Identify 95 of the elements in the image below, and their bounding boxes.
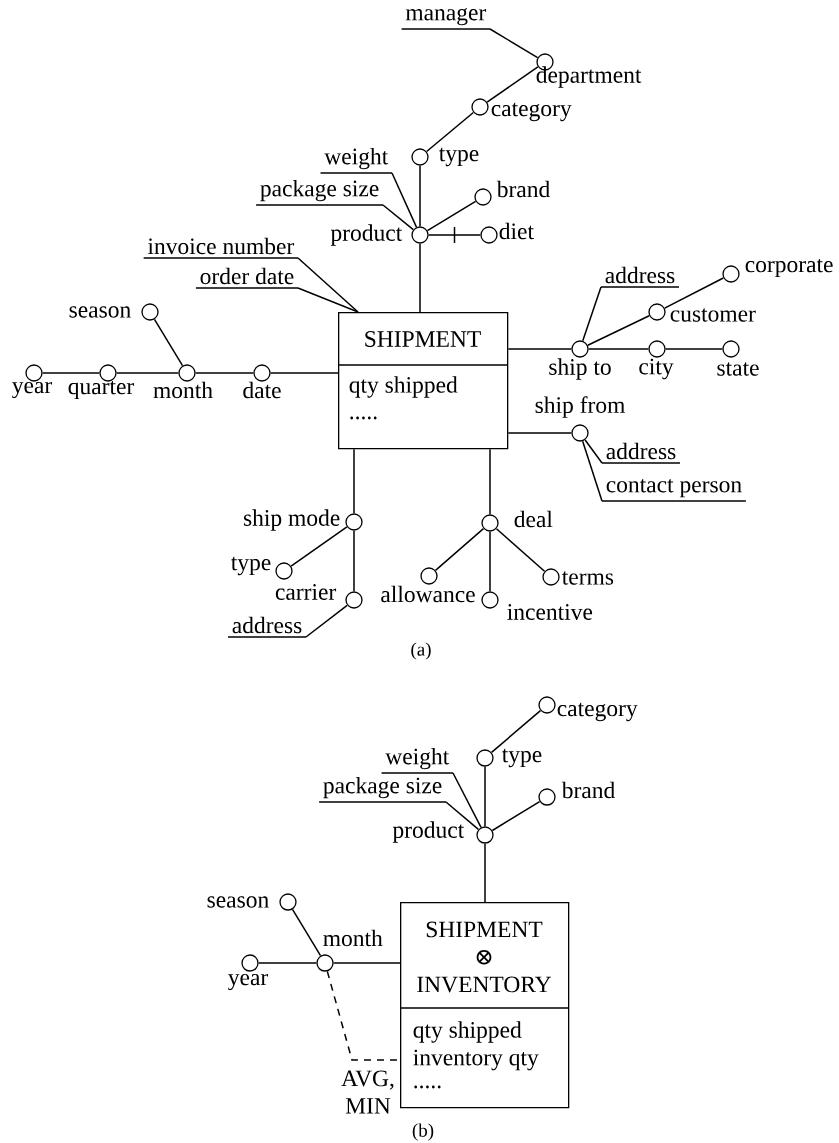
attribute-label: ship mode bbox=[243, 509, 340, 531]
connector-line bbox=[382, 204, 415, 231]
connector-line bbox=[484, 765, 486, 828]
attribute-label: category bbox=[491, 102, 572, 122]
underlined-label: package size bbox=[255, 179, 384, 206]
underlined-label: contact person bbox=[601, 479, 747, 502]
connector-line bbox=[419, 242, 421, 313]
attribute-label: carrier bbox=[275, 584, 337, 600]
measure-label: ..... bbox=[350, 416, 377, 420]
attribute-label: month bbox=[153, 381, 213, 399]
connector-line bbox=[489, 448, 491, 516]
attribute-label: category bbox=[557, 702, 638, 722]
attribute-label: customer bbox=[670, 308, 756, 322]
connector-line bbox=[490, 709, 542, 754]
connector-line bbox=[587, 315, 650, 346]
connector-line bbox=[257, 962, 318, 964]
fact-box bbox=[399, 902, 570, 1109]
attribute-label: diet bbox=[499, 222, 534, 240]
connector-line bbox=[291, 908, 322, 957]
attribute-label: quarter bbox=[68, 380, 135, 400]
connector-line bbox=[489, 28, 539, 59]
connector-line bbox=[194, 372, 255, 374]
connector-line bbox=[425, 111, 475, 153]
attribute-label: type bbox=[231, 556, 271, 576]
attribute-label: month bbox=[323, 929, 383, 947]
attribute-label: incentive bbox=[507, 604, 593, 620]
attribute-label: terms bbox=[562, 571, 614, 585]
connector-line bbox=[41, 372, 101, 374]
connector-line bbox=[153, 318, 184, 367]
fact-name: SHIPMENT ⊗ INVENTORY bbox=[417, 921, 552, 993]
connector-line bbox=[332, 962, 401, 964]
measure-label: qty shipped bbox=[349, 376, 458, 398]
attribute-label: brand bbox=[561, 781, 615, 799]
measure-label: inventory qty bbox=[413, 1049, 539, 1071]
attribute-label: product bbox=[392, 821, 465, 843]
connector-line bbox=[290, 526, 348, 567]
attribute-label: date bbox=[243, 381, 281, 399]
connector-line bbox=[269, 372, 339, 374]
connector-line bbox=[297, 287, 359, 313]
attribute-label: product bbox=[330, 224, 403, 246]
connector-line bbox=[426, 200, 477, 232]
connector-line bbox=[419, 164, 421, 228]
attribute-label: season bbox=[207, 896, 269, 908]
connector-line bbox=[391, 172, 418, 228]
fact-name: SHIPMENT bbox=[365, 331, 481, 347]
attribute-label: type bbox=[439, 147, 479, 167]
underlined-label: package size bbox=[318, 776, 447, 803]
connector-line bbox=[353, 448, 355, 515]
edge-label: AVG, MIN bbox=[341, 1070, 394, 1114]
connector-line bbox=[581, 440, 603, 502]
attribute-label: state bbox=[717, 362, 759, 376]
panel-label: (a) bbox=[411, 642, 431, 660]
measure-label: ..... bbox=[414, 1085, 441, 1089]
underlined-label: weight bbox=[319, 147, 393, 174]
connector-line bbox=[297, 257, 359, 313]
attribute-label: deal bbox=[514, 510, 553, 528]
underlined-label: invoice number bbox=[143, 237, 299, 259]
connector-line bbox=[491, 800, 541, 832]
connector-line bbox=[495, 528, 546, 572]
attribute-label: allowance bbox=[381, 585, 475, 603]
connector-line bbox=[584, 439, 603, 464]
measure-label: qty shipped bbox=[413, 1021, 522, 1043]
underlined-label: address bbox=[227, 616, 307, 638]
connector-line bbox=[452, 772, 482, 829]
attribute-label: ship to bbox=[549, 358, 611, 380]
connector-line bbox=[664, 348, 724, 350]
attribute-label: season bbox=[69, 306, 131, 318]
underlined-label: address bbox=[601, 442, 681, 464]
attribute-label: ship from bbox=[535, 396, 625, 418]
underlined-label: weight bbox=[380, 747, 454, 774]
connector-line bbox=[445, 801, 480, 831]
attribute-label: year bbox=[228, 973, 268, 991]
connector-with-bar bbox=[427, 226, 482, 244]
underlined-label: order date bbox=[195, 267, 299, 289]
attribute-label: city bbox=[639, 358, 674, 380]
connector-line bbox=[507, 348, 573, 350]
connector-line bbox=[305, 604, 348, 638]
connector-line bbox=[353, 529, 355, 593]
fact-box bbox=[337, 312, 509, 450]
attribute-label: type bbox=[502, 748, 542, 768]
attribute-label: brand bbox=[496, 180, 550, 198]
connector-line bbox=[582, 286, 602, 342]
connector-line bbox=[434, 527, 485, 572]
connector-line bbox=[484, 842, 486, 903]
connector-line bbox=[115, 372, 180, 374]
connector-line bbox=[663, 277, 725, 309]
connector-line bbox=[489, 530, 491, 593]
attribute-label: department bbox=[536, 66, 642, 88]
connector-line bbox=[486, 66, 539, 103]
connector-line bbox=[587, 348, 650, 350]
underlined-label: manager bbox=[400, 8, 491, 30]
attribute-label: corporate bbox=[745, 258, 833, 278]
attribute-label: year bbox=[12, 381, 52, 399]
underlined-label: address bbox=[600, 266, 680, 288]
connector-line bbox=[507, 432, 573, 434]
